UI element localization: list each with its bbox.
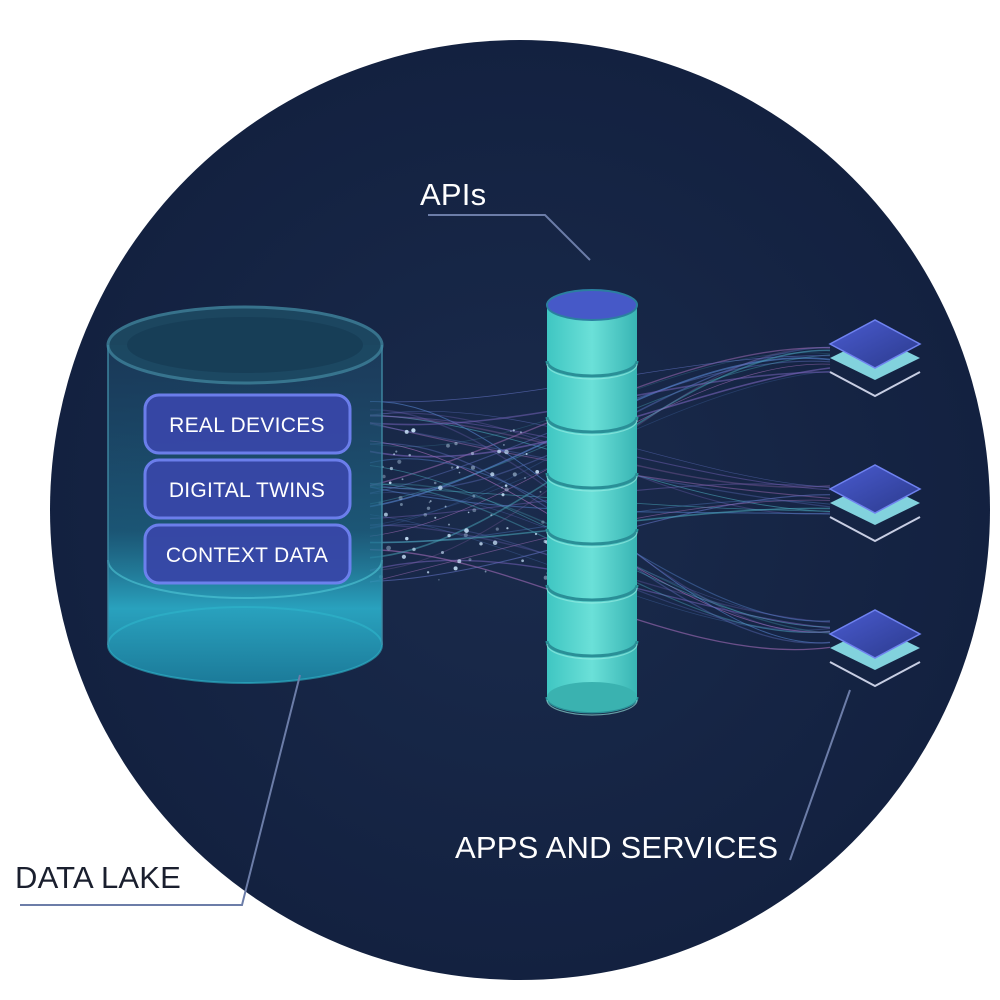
data-particle — [495, 527, 499, 531]
data-particle — [504, 484, 508, 487]
layers-icon — [828, 319, 922, 398]
data-particle — [490, 472, 495, 477]
data-particle — [502, 443, 505, 446]
data-particle — [412, 547, 416, 552]
data-particle — [429, 500, 432, 503]
data-lake-item: REAL DEVICES — [143, 393, 352, 455]
data-particle — [490, 514, 493, 517]
data-particle — [426, 506, 431, 511]
data-particle — [395, 450, 398, 453]
data-particle — [512, 472, 517, 477]
data-particle — [450, 466, 454, 469]
data-particle — [453, 566, 458, 571]
data-particle — [401, 478, 404, 481]
data-particle — [393, 453, 396, 456]
data-particle — [434, 516, 437, 519]
data-lake-item-label: REAL DEVICES — [169, 414, 325, 437]
data-particle — [446, 443, 450, 448]
data-particle — [539, 490, 542, 493]
data-particle — [401, 554, 406, 559]
data-particle — [492, 540, 498, 546]
data-particle — [470, 451, 475, 456]
api-stack-icon — [545, 289, 639, 716]
data-particle — [504, 449, 509, 455]
data-particle — [524, 477, 526, 479]
data-particle — [444, 505, 447, 508]
apps-and-services-label: APPS AND SERVICES — [455, 830, 778, 865]
data-particle — [525, 452, 528, 456]
data-particle — [404, 429, 409, 434]
data-particle — [506, 527, 509, 530]
data-particle — [386, 545, 391, 551]
apps-layers — [828, 319, 922, 688]
data-particle — [408, 453, 411, 457]
data-lake-item: DIGITAL TWINS — [143, 458, 352, 520]
data-particle — [433, 481, 437, 485]
data-particle — [382, 474, 386, 479]
apis-label: APIs — [420, 177, 486, 212]
data-particle — [519, 431, 522, 434]
data-particle — [428, 501, 431, 504]
data-particle — [470, 465, 476, 470]
data-particle — [447, 533, 451, 538]
data-particle — [383, 512, 388, 517]
data-lake-item-label: DIGITAL TWINS — [169, 479, 325, 502]
data-particle — [389, 466, 393, 471]
background-circle — [50, 40, 990, 980]
data-particle — [501, 486, 503, 489]
data-particle — [405, 536, 409, 541]
data-lake-label: DATA LAKE — [15, 860, 181, 895]
data-particle — [479, 542, 483, 546]
data-particle — [541, 520, 545, 524]
data-particle — [543, 575, 548, 580]
data-particle — [438, 578, 440, 581]
layers-icon — [828, 609, 922, 688]
data-particle — [454, 441, 458, 446]
data-particle — [534, 532, 538, 536]
data-particle — [398, 495, 403, 501]
data-lake-item-label: CONTEXT DATA — [166, 544, 328, 567]
data-particle — [457, 559, 462, 564]
data-lake-item: CONTEXT DATA — [143, 523, 352, 585]
data-particle — [448, 523, 450, 526]
data-particle — [456, 466, 459, 469]
data-particle — [411, 428, 416, 433]
data-particle — [497, 449, 501, 454]
data-particle — [423, 513, 428, 517]
callout-lines — [20, 214, 851, 906]
data-particle — [397, 459, 402, 464]
data-particle — [510, 430, 512, 433]
data-particle — [521, 559, 524, 563]
data-particle — [472, 508, 477, 513]
data-particle — [464, 528, 469, 533]
layers-icon — [828, 464, 922, 543]
data-particle — [467, 511, 470, 514]
data-particle — [535, 470, 540, 474]
data-particle — [438, 485, 443, 491]
data-particle — [458, 471, 461, 474]
data-particle — [463, 533, 468, 538]
data-particle — [388, 481, 392, 485]
data-particle — [440, 550, 445, 555]
data-particle — [399, 503, 403, 506]
data-particle — [512, 429, 515, 432]
data-particle — [468, 558, 472, 562]
data-particle — [472, 494, 476, 498]
data-particle — [426, 571, 430, 574]
data-particle — [501, 493, 505, 497]
data-particle — [504, 487, 509, 492]
data-particle — [484, 570, 487, 573]
